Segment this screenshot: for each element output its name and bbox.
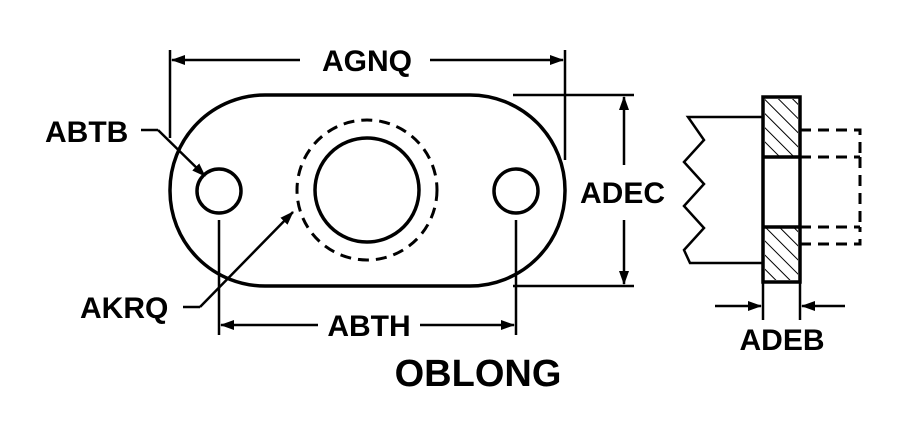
label-hole-diameter: ABTB: [45, 116, 128, 149]
center-bore-outer-dashed: [295, 118, 439, 262]
dimension-hole-diameter: ABTB: [45, 116, 206, 177]
right-mounting-hole: [492, 167, 540, 215]
dimension-center-bore: AKRQ: [80, 211, 294, 325]
flange-outline: [168, 93, 567, 288]
flange-section-outline: [761, 95, 802, 284]
label-thickness: ADEB: [739, 324, 824, 357]
dimension-thickness: ADEB: [715, 282, 845, 357]
label-hole-spacing: ABTH: [327, 310, 410, 343]
drawing-title: OBLONG: [395, 353, 562, 395]
dimension-hole-spacing: ABTH: [217, 220, 518, 343]
upper-hatch: [765, 99, 798, 156]
side-view: [682, 95, 862, 284]
label-overall-width: ADEC: [580, 177, 665, 210]
label-overall-length: AGNQ: [322, 45, 412, 78]
dimension-overall-length: AGNQ: [168, 45, 567, 160]
lower-hatch: [765, 228, 798, 280]
left-mounting-hole: [195, 167, 243, 215]
label-center-bore: AKRQ: [80, 292, 168, 325]
front-view: [168, 93, 567, 288]
center-bore: [313, 136, 421, 244]
dimension-overall-width: ADEC: [513, 93, 665, 288]
